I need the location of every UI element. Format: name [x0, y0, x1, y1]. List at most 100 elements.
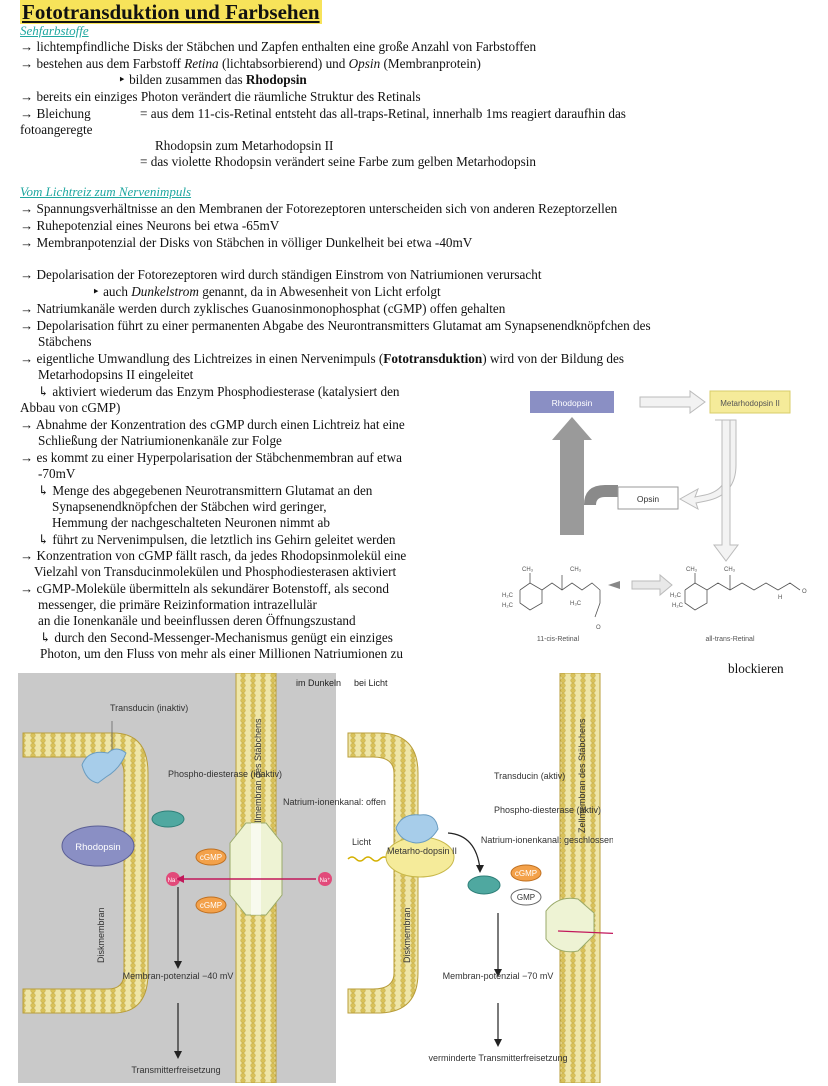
svg-text:CH₃: CH₃ [686, 567, 698, 573]
arrow-up-icon [552, 417, 592, 535]
zellmembran-label-left: Zellmembran des Stäbchens [253, 718, 263, 833]
section-heading-lichtreiz: Vom Lichtreiz zum Nervenimpuls [20, 184, 192, 199]
sodium-label: Na⁺ [320, 877, 331, 884]
text-line: → Depolarisation der Fotorezeptoren wird… [20, 267, 542, 282]
text-line: → Ruhepotenzial eines Neurons bei etwa -… [20, 218, 280, 233]
gmp-molecule [510, 888, 542, 906]
trans-retinal-label: all-trans-Retinal [705, 636, 754, 643]
text-line: Synapsenendknöpfchen der Stäbchen wird g… [52, 499, 327, 514]
phospho-aktiv-label: Phospho-diesterase (aktiv) [494, 805, 601, 815]
metarhodopsin-box-label: Metarhodopsin II [720, 399, 780, 408]
cgmp-molecule [195, 848, 227, 866]
transmitterfreisetzung-label: Transmitterfreisetzung [131, 1065, 220, 1075]
phospho-inaktiv-label: Phospho-diesterase (inaktiv) [168, 769, 282, 779]
svg-text:CH₃: CH₃ [570, 567, 582, 573]
opsin-box-label: Opsin [637, 494, 659, 504]
cis-retinal-atoms: CH₃ CH₃ H₂C H₂C H₃C O [502, 567, 601, 631]
arrow-curve-icon [584, 485, 618, 505]
text-line: -70mV [38, 466, 76, 481]
svg-text:H₂C: H₂C [502, 603, 514, 609]
gmp-label: GMP [517, 893, 535, 902]
sodium-ion [318, 872, 332, 886]
rhodopsin-box-label: Rhodopsin [552, 398, 593, 408]
text-line: fotoangeregte [20, 122, 93, 137]
diskmembran-label-left: Diskmembran [96, 907, 106, 963]
text-line: Schließung der Natriumionenkanäle zur Fo… [38, 433, 282, 448]
disk-membrane-right [347, 732, 419, 1014]
transducin-aktiv-protein [395, 814, 439, 844]
cgmp-molecule [195, 896, 227, 914]
phosphodiesterase-inaktiv-protein [151, 810, 185, 828]
licht-label: Licht [352, 837, 372, 847]
svg-text:H₂C: H₂C [672, 603, 684, 609]
opsin-box [617, 486, 679, 510]
cell-membrane-right [559, 673, 601, 1083]
text-line: → lichtempfindliche Disks der Stäbchen u… [20, 39, 537, 54]
text-line: → bereits ein einziges Photon verändert … [20, 89, 421, 104]
text-line: = das violette Rhodopsin verändert seine… [140, 154, 537, 169]
text-line: Abbau von cGMP) [20, 400, 121, 415]
header-bei-licht: bei Licht [354, 678, 388, 688]
rhodopsin-label: Rhodopsin [75, 842, 120, 853]
header-im-dunkeln: im Dunkeln [296, 678, 341, 688]
cis-retinal-label: 11-cis-Retinal [537, 636, 580, 643]
cgmp-label: cGMP [200, 901, 222, 910]
sodium-blocked-line [557, 930, 613, 934]
page-title: Fototransduktion und Farbsehen [20, 0, 322, 24]
text-line: ‣ bilden zusammen das Rhodopsin [118, 72, 307, 87]
text-line: ↳ durch den Second-Messenger-Mechanismus… [40, 630, 393, 645]
svg-text:H₂C: H₂C [670, 593, 682, 599]
cis-retinal-molecule [519, 573, 601, 618]
text-line: Metarhodopsins II eingeleitet [38, 367, 194, 382]
text-line: → es kommt zu einer Hyperpolarisation de… [20, 450, 402, 465]
diskmembran-label-right: Diskmembran [402, 907, 412, 963]
phosphodiesterase-aktiv-protein [467, 875, 501, 895]
text-line: ↳ führt zu Nervenimpulsen, die letztlich… [38, 532, 396, 547]
cgmp-label: cGMP [200, 853, 222, 862]
text-line: → Depolarisation führt zu einer permanen… [20, 318, 651, 333]
transducin-inaktiv-protein [81, 748, 127, 784]
text-line: ↳ Menge des abgegebenen Neurotransmitter… [38, 483, 373, 498]
activation-arrow [447, 832, 481, 870]
text-line: Stäbchens [38, 334, 92, 349]
text-line: → Abnahme der Konzentration des cGMP dur… [20, 417, 405, 432]
membranpotenzial-70-label: Membran-potenzial −70 mV [443, 971, 554, 981]
svg-text:H: H [778, 595, 782, 601]
sodium-ion [166, 872, 180, 886]
natrium-geschlossen-label: Natrium-ionenkanal: geschlossen [481, 835, 613, 845]
text-line: Vielzahl von Transducinmolekülen und Pho… [34, 564, 397, 579]
zellmembran-label-right: Zellmembran des Stäbchens [577, 718, 587, 833]
transducin-aktiv-label: Transducin (aktiv) [494, 771, 565, 781]
svg-text:H₃C: H₃C [570, 601, 582, 607]
svg-text:H₂C: H₂C [502, 593, 514, 599]
text-line: Hemmung der nachgeschalteten Neuronen ni… [52, 515, 330, 530]
text-line: = aus dem 11-cis-Retinal entsteht das al… [140, 106, 626, 121]
sodium-label: Na⁺ [168, 877, 179, 884]
metarhodopsin-box [709, 390, 791, 414]
cgmp-label-right: cGMP [515, 869, 537, 878]
text-line: → cGMP-Moleküle übermitteln als sekundär… [20, 581, 389, 596]
svg-text:O: O [596, 625, 601, 631]
phototransduction-figure: Diskmembran Zellmembran des Stäbchens Di… [18, 673, 613, 1083]
text-line: → Bleichung [20, 106, 91, 121]
membranpotenzial-40-label: Membran-potenzial −40 mV [123, 971, 234, 981]
text-line: ‣ auch Dunkelstrom genannt, da in Abwese… [92, 284, 441, 299]
svg-text:CH₃: CH₃ [724, 567, 736, 573]
trans-retinal-molecule [684, 573, 801, 611]
verminderte-transmitter-label: verminderte Transmitterfreisetzung [428, 1053, 567, 1063]
text-line: ↳ aktiviert wiederum das Enzym Phosphodi… [38, 384, 400, 399]
arrow-down-icon [713, 419, 739, 562]
text-line: → Natriumkanäle werden durch zyklisches … [20, 301, 506, 316]
svg-text:CH₃: CH₃ [522, 567, 534, 573]
rhodopsin-box [530, 391, 614, 413]
text-line: → Spannungsverhältnisse an den Membranen… [20, 201, 618, 216]
natrium-offen-label: Natrium-ionenkanal: offen [283, 797, 386, 807]
section-heading-sehfarbstoffe: Sehfarbstoffe [20, 23, 89, 38]
text-line: → eigentliche Umwandlung des Lichtreizes… [20, 351, 624, 366]
text-line: messenger, die primäre Reizinformation i… [38, 597, 317, 612]
arrow-right-small-icon [631, 573, 673, 597]
text-line: an die Ionenkanäle und beeinflussen dere… [38, 613, 356, 628]
arrow-left-small-icon [608, 581, 620, 589]
text-line: → Konzentration von cGMP fällt rasch, da… [20, 548, 407, 563]
